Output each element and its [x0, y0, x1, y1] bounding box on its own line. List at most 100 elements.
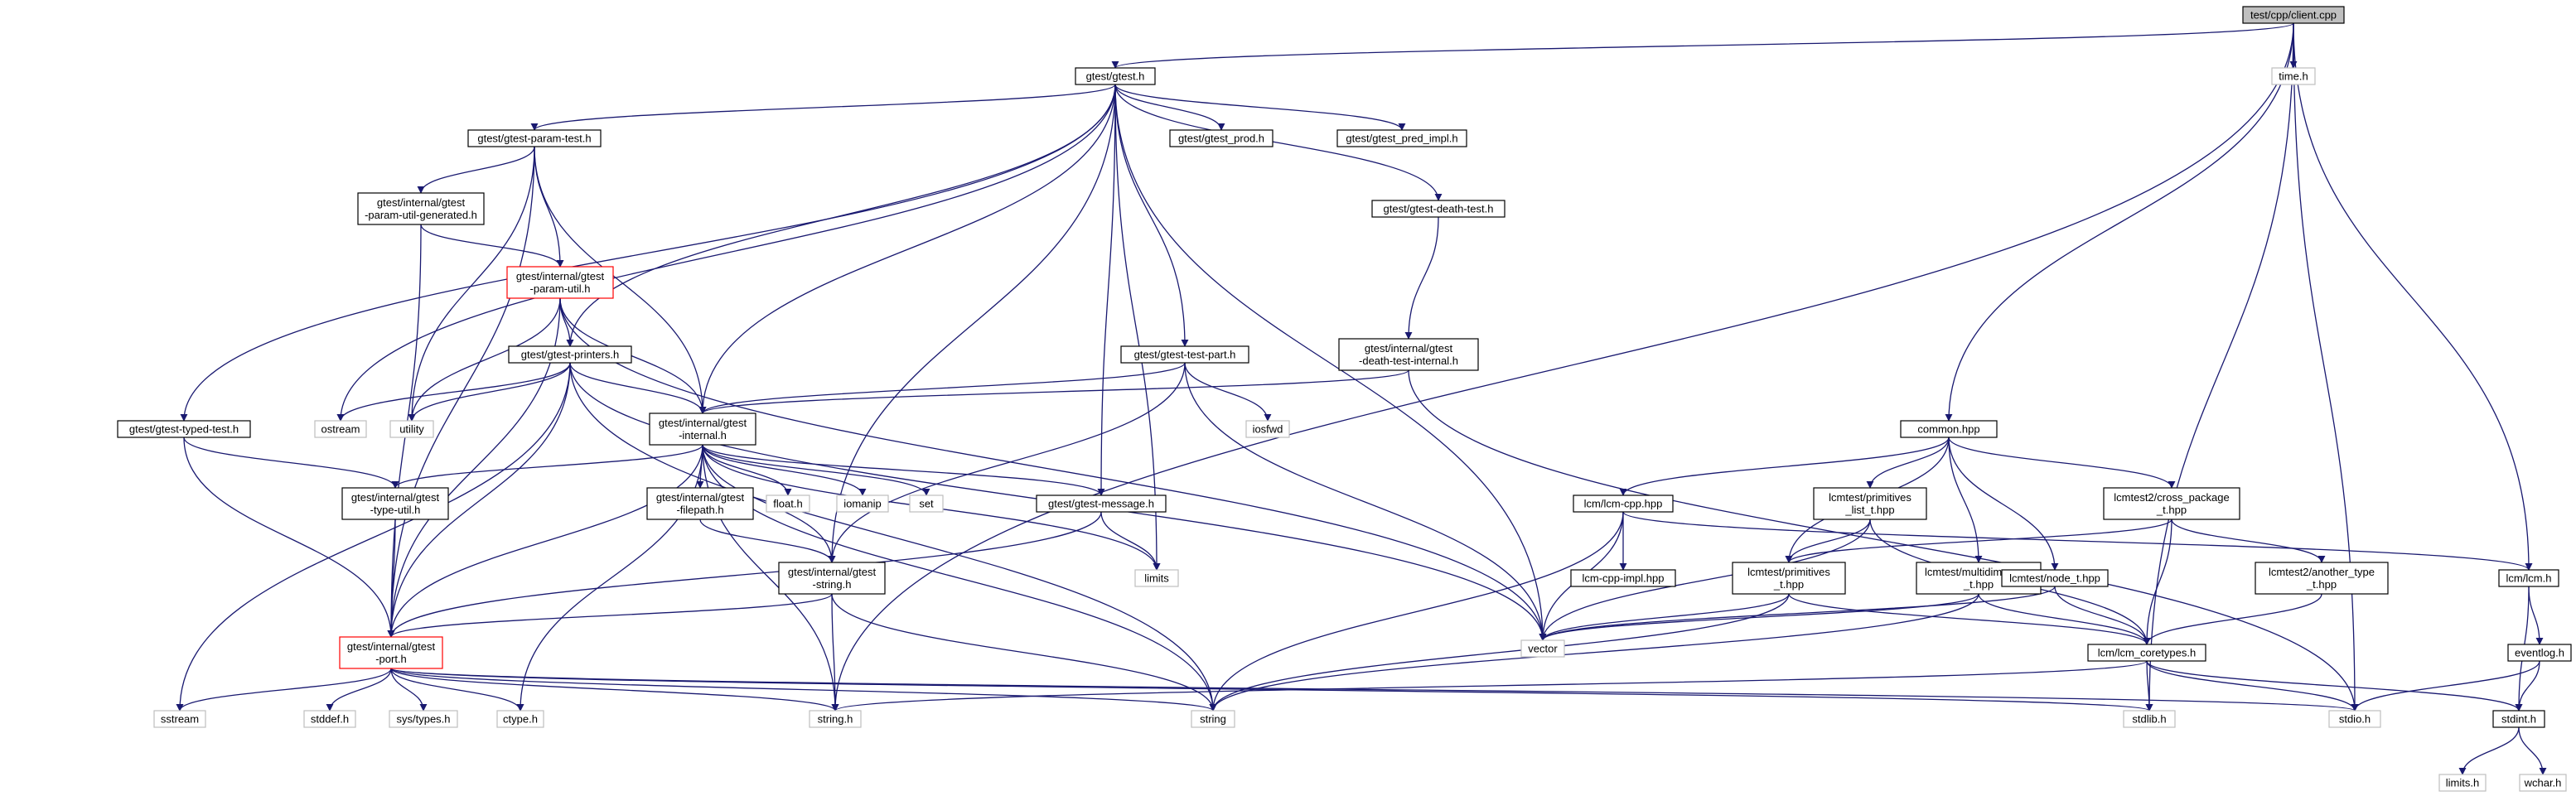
- node-ctype[interactable]: ctype.h: [496, 710, 544, 728]
- node-float-h[interactable]: float.h: [766, 494, 810, 513]
- node-time-h[interactable]: time.h: [2271, 67, 2316, 85]
- node-lcm-cpp[interactable]: lcm/lcm-cpp.hpp: [1573, 494, 1674, 513]
- edge-client-to-string_h: [831, 22, 2294, 712]
- node-filepath[interactable]: gtest/internal/gtest-filepath.h: [646, 487, 754, 520]
- node-node-t[interactable]: lcmtest/node_t.hpp: [2001, 569, 2109, 587]
- edge-internal_h-to-ctype: [516, 444, 703, 712]
- node-string-h[interactable]: string.h: [809, 710, 862, 728]
- edge-param_util-to-vector: [559, 297, 1547, 641]
- node-death-test[interactable]: gtest/gtest-death-test.h: [1371, 200, 1505, 218]
- node-stdlib[interactable]: stdlib.h: [2123, 710, 2176, 728]
- edge-printers-to-port: [387, 362, 571, 638]
- edge-internal_h-to-iomanip: [702, 444, 867, 496]
- node-box: [1036, 494, 1167, 513]
- node-label: gtest/internal/gtest: [1365, 342, 1453, 355]
- node-sstream[interactable]: sstream: [153, 710, 206, 728]
- node-primitives[interactable]: lcmtest/primitives_t.hpp: [1732, 562, 1846, 595]
- node-param-test[interactable]: gtest/gtest-param-test.h: [467, 129, 602, 147]
- node-stdio[interactable]: stdio.h: [2328, 710, 2381, 728]
- node-label: stdlib.h: [2132, 713, 2166, 726]
- edge-internal_h-to-message: [702, 444, 1105, 496]
- node-limits[interactable]: limits: [1134, 569, 1179, 587]
- node-box: [1336, 129, 1467, 147]
- node-label: lcmtest2/cross_package: [2114, 491, 2229, 504]
- edge-printers-to-utility: [408, 362, 571, 422]
- edge-param_test-to-port: [387, 146, 535, 638]
- node-ostream[interactable]: ostream: [314, 420, 367, 438]
- node-label: iosfwd: [1253, 423, 1283, 436]
- edge-common-to-lcm_cpp: [1619, 437, 1950, 496]
- node-eventlog[interactable]: eventlog.h: [2507, 644, 2572, 662]
- node-label: -string.h: [813, 578, 852, 591]
- edge-lcm_h-to-eventlog: [2528, 586, 2544, 645]
- node-typed-test[interactable]: gtest/gtest-typed-test.h: [117, 420, 251, 438]
- node-coretypes[interactable]: lcm/lcm_coretypes.h: [2087, 644, 2206, 662]
- node-gtest-pred[interactable]: gtest/gtest_pred_impl.h: [1336, 129, 1467, 147]
- node-label: stdio.h: [2339, 713, 2371, 726]
- node-gstring[interactable]: gtest/internal/gtest-string.h: [778, 562, 886, 595]
- node-param-util-gen[interactable]: gtest/internal/gtest-param-util-generate…: [357, 192, 485, 225]
- node-box: [1245, 420, 1290, 438]
- node-label: set: [919, 498, 934, 510]
- node-printers[interactable]: gtest/gtest-printers.h: [508, 345, 632, 364]
- node-box: [1134, 569, 1179, 587]
- node-cross-pkg[interactable]: lcmtest2/cross_package_t.hpp: [2103, 487, 2240, 520]
- node-box: [2507, 644, 2572, 662]
- node-string[interactable]: string: [1191, 710, 1235, 728]
- node-test-part[interactable]: gtest/gtest-test-part.h: [1120, 345, 1249, 364]
- node-iosfwd[interactable]: iosfwd: [1245, 420, 1290, 438]
- node-box: [389, 420, 434, 438]
- node-death-internal[interactable]: gtest/internal/gtest-death-test-internal…: [1338, 338, 1479, 371]
- node-label: limits.h: [2446, 777, 2479, 789]
- edge-gtest_h-to-gstring: [828, 84, 1116, 563]
- node-label: sys/types.h: [396, 713, 450, 726]
- node-set[interactable]: set: [909, 494, 944, 513]
- edge-gtest_h-to-param_test: [530, 84, 1116, 131]
- node-box: [117, 420, 251, 438]
- edge-gtest_h-to-message: [1097, 84, 1116, 496]
- node-box: [778, 562, 886, 595]
- node-port[interactable]: gtest/internal/gtest-port.h: [339, 636, 443, 669]
- edge-internal_h-to-set: [702, 444, 930, 496]
- node-systypes[interactable]: sys/types.h: [389, 710, 458, 728]
- node-vector[interactable]: vector: [1520, 639, 1565, 658]
- node-label: ctype.h: [503, 713, 538, 726]
- node-stddef[interactable]: stddef.h: [303, 710, 356, 728]
- node-wchar[interactable]: wchar.h: [2519, 774, 2567, 792]
- node-type-util[interactable]: gtest/internal/gtest-type-util.h: [341, 487, 449, 520]
- node-multidim[interactable]: lcmtest/multidim_array_t.hpp: [1916, 562, 2042, 595]
- node-internal-h[interactable]: gtest/internal/gtest-internal.h: [649, 412, 756, 446]
- edge-multidim-to-vector: [1539, 593, 1979, 641]
- node-lcm-h[interactable]: lcm/lcm.h: [2498, 569, 2559, 587]
- node-iomanip[interactable]: iomanip: [836, 494, 889, 513]
- node-gtest-prod[interactable]: gtest/gtest_prod.h: [1169, 129, 1274, 147]
- edge-internal_h-to-port: [387, 444, 703, 638]
- edge-node_t-to-coretypes: [2054, 586, 2151, 645]
- node-lcm-cpp-impl[interactable]: lcm-cpp-impl.hpp: [1570, 569, 1676, 587]
- node-label: limits: [1144, 572, 1169, 585]
- node-label: gtest/gtest.h: [1086, 70, 1145, 83]
- node-label: lcm-cpp-impl.hpp: [1583, 572, 1665, 585]
- edge-test_part-to-iosfwd: [1184, 362, 1272, 422]
- node-utility[interactable]: utility: [389, 420, 434, 438]
- node-client[interactable]: test/cpp/client.cpp: [2242, 6, 2345, 24]
- edge-port-to-string: [390, 668, 1217, 712]
- edge-param_util-to-printers: [559, 297, 574, 347]
- node-limits-h[interactable]: limits.h: [2438, 774, 2487, 792]
- node-prim-list[interactable]: lcmtest/primitives_list_t.hpp: [1813, 487, 1927, 520]
- node-another[interactable]: lcmtest2/another_type_t.hpp: [2255, 562, 2389, 595]
- edge-typed_test-to-type_util: [183, 437, 399, 489]
- node-label: gtest/gtest-typed-test.h: [129, 423, 239, 436]
- edge-gtest_h-to-death_test: [1114, 84, 1443, 201]
- node-label: -type-util.h: [370, 504, 421, 516]
- edge-printers-to-sstream: [176, 362, 571, 712]
- node-param-util[interactable]: gtest/internal/gtest-param-util.h: [506, 266, 614, 299]
- node-box: [1120, 345, 1249, 364]
- node-stdint[interactable]: stdint.h: [2492, 710, 2545, 728]
- edge-printers-to-string: [569, 362, 1217, 712]
- node-gtest-h[interactable]: gtest/gtest.h: [1075, 67, 1156, 85]
- node-label: -port.h: [375, 653, 407, 665]
- node-common[interactable]: common.hpp: [1900, 420, 1998, 438]
- node-message[interactable]: gtest/gtest-message.h: [1036, 494, 1167, 513]
- edge-lcm_cpp-to-lcm_h: [1622, 511, 2533, 571]
